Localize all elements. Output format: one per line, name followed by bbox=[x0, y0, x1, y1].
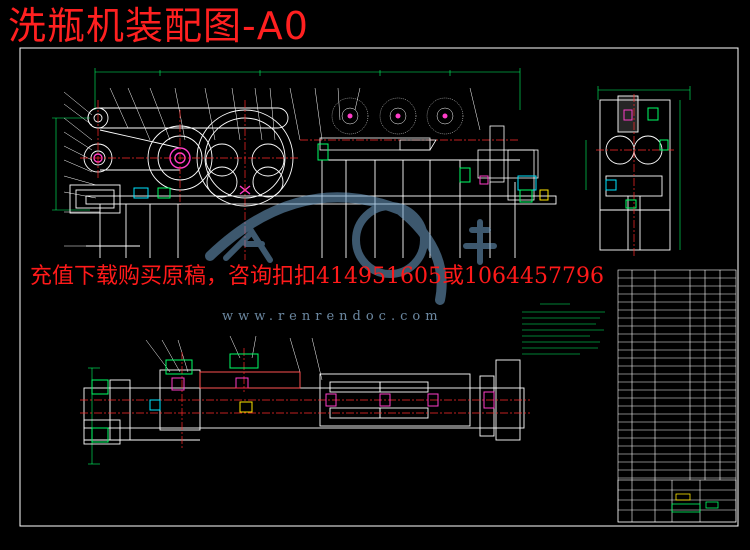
top-view bbox=[80, 335, 530, 465]
technical-notes bbox=[522, 303, 605, 355]
drawing-frame bbox=[19, 47, 739, 527]
side-view bbox=[585, 86, 691, 256]
drawing-title: 洗瓶机装配图-A0 bbox=[8, 4, 309, 48]
parts-list-table bbox=[617, 269, 737, 523]
watermark-url: www.renrendoc.com bbox=[222, 309, 443, 324]
renrendoc-logo-icon bbox=[205, 192, 497, 305]
front-view bbox=[52, 68, 557, 260]
purchase-banner: 充值下载购买原稿，咨询扣扣414951605或1064457796 bbox=[30, 264, 604, 289]
